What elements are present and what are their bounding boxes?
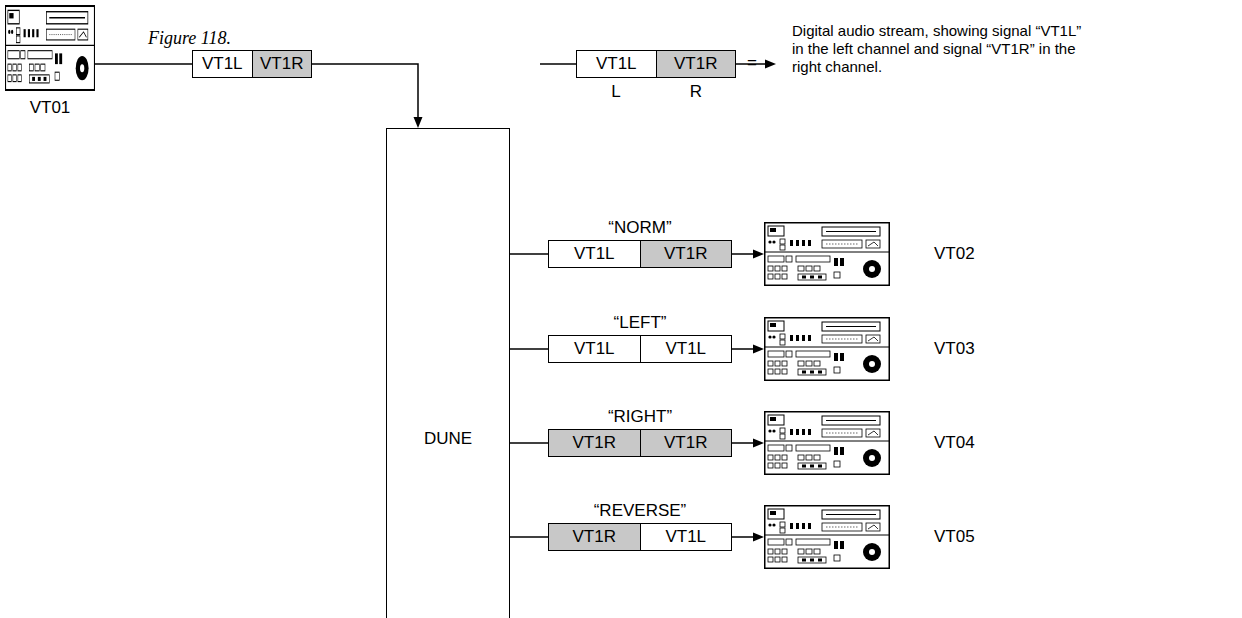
vcr-illustration [5, 5, 95, 91]
audio-stream-box: VT1L VT1R [192, 50, 312, 78]
legend-entry: Digital audio stream, showing signal “VT… [792, 22, 1092, 76]
vcr-graphic [764, 506, 890, 569]
channel-cell: VT1R [549, 430, 640, 456]
vcr-device: VT03 [764, 317, 890, 381]
channel-signal: VT1R [573, 433, 616, 453]
vcr-device: VT05 [764, 505, 890, 569]
channel-cell: VT1R [656, 51, 736, 77]
connector-line [732, 442, 754, 444]
arrow-head [753, 439, 764, 448]
vcr-graphic [764, 318, 890, 381]
channel-cell: VT1L [549, 241, 640, 267]
channel-signal: VT1L [596, 54, 637, 74]
signal-connector [732, 533, 764, 542]
vcr-illustration [764, 411, 890, 475]
figure-title: Figure 118. [148, 28, 231, 49]
channel-signal: VT1R [674, 54, 717, 74]
channel-cell: VT1R [640, 241, 732, 267]
channel-letter: R [676, 82, 716, 102]
connector-line [510, 348, 548, 350]
legend-text: Digital audio stream, showing signal “VT… [792, 22, 1092, 76]
vcr-device: VT04 [764, 411, 890, 475]
channel-cell: VT1L [193, 51, 252, 77]
equals-sign: = [732, 53, 772, 73]
device-label: VT04 [934, 433, 975, 453]
signal-connector [510, 443, 548, 444]
vcr-illustration [764, 222, 890, 286]
connector-line [732, 536, 754, 538]
connector-line [95, 63, 192, 65]
arrow-head [414, 117, 423, 128]
signal-connector [95, 64, 192, 65]
channel-cell: VT1L [640, 336, 732, 362]
arrow-head [753, 250, 764, 259]
channel-signal: VT1R [260, 54, 303, 74]
channel-cell: VT1R [640, 430, 732, 456]
vcr-device: VT01 [5, 5, 95, 91]
vcr-illustration [764, 505, 890, 569]
channel-cell: VT1L [577, 51, 656, 77]
signal-connector [732, 345, 764, 354]
channel-signal: VT1L [665, 527, 706, 547]
channel-signal: VT1L [202, 54, 243, 74]
connector-line [510, 442, 548, 444]
channel-letter: L [596, 82, 636, 102]
connector-line [732, 348, 754, 350]
connector-line [510, 253, 548, 255]
audio-stream-box: “LEFT”VT1LVT1L [548, 335, 732, 363]
channel-cell: VT1L [640, 524, 732, 550]
audio-stream-box: VT1L VT1R [576, 50, 736, 78]
vcr-device: VT02 [764, 222, 890, 286]
device-label: VT05 [934, 527, 975, 547]
mode-heading: “RIGHT” [509, 407, 771, 427]
channel-signal: VT1L [574, 244, 615, 264]
channel-cell: VT1L [549, 336, 640, 362]
device-label: VT02 [934, 244, 975, 264]
arrow-head [753, 345, 764, 354]
connector-line [732, 253, 754, 255]
signal-connector [510, 254, 548, 255]
channel-signal: VT1R [664, 433, 707, 453]
connector-line [510, 536, 548, 538]
mode-heading: “LEFT” [509, 313, 771, 333]
vcr-graphic [764, 412, 890, 475]
audio-stream-box: “NORM”VT1LVT1R [548, 240, 732, 268]
mode-heading: “REVERSE” [509, 501, 771, 521]
mode-heading: “NORM” [509, 218, 771, 238]
vcr-illustration [764, 317, 890, 381]
channel-cell: VT1R [549, 524, 640, 550]
connector-line [312, 64, 418, 118]
device-label: VT01 [5, 98, 95, 118]
signal-connector [510, 537, 548, 538]
channel-signal: VT1L [665, 339, 706, 359]
router-box: DUNE [386, 128, 510, 618]
channel-signal: VT1R [573, 527, 616, 547]
vcr-graphic [764, 223, 890, 286]
signal-connector [732, 250, 764, 259]
audio-stream-box: “REVERSE”VT1RVT1L [548, 523, 732, 551]
audio-stream-box: “RIGHT”VT1RVT1R [548, 429, 732, 457]
channel-signal: VT1R [664, 244, 707, 264]
signal-connector [510, 349, 548, 350]
arrow-head [753, 533, 764, 542]
channel-signal: VT1L [574, 339, 615, 359]
channel-cell: VT1R [252, 51, 312, 77]
router-name: DUNE [387, 429, 509, 449]
vcr-graphic [5, 6, 95, 90]
signal-connector [312, 64, 423, 128]
signal-connector [732, 439, 764, 448]
device-label: VT03 [934, 339, 975, 359]
